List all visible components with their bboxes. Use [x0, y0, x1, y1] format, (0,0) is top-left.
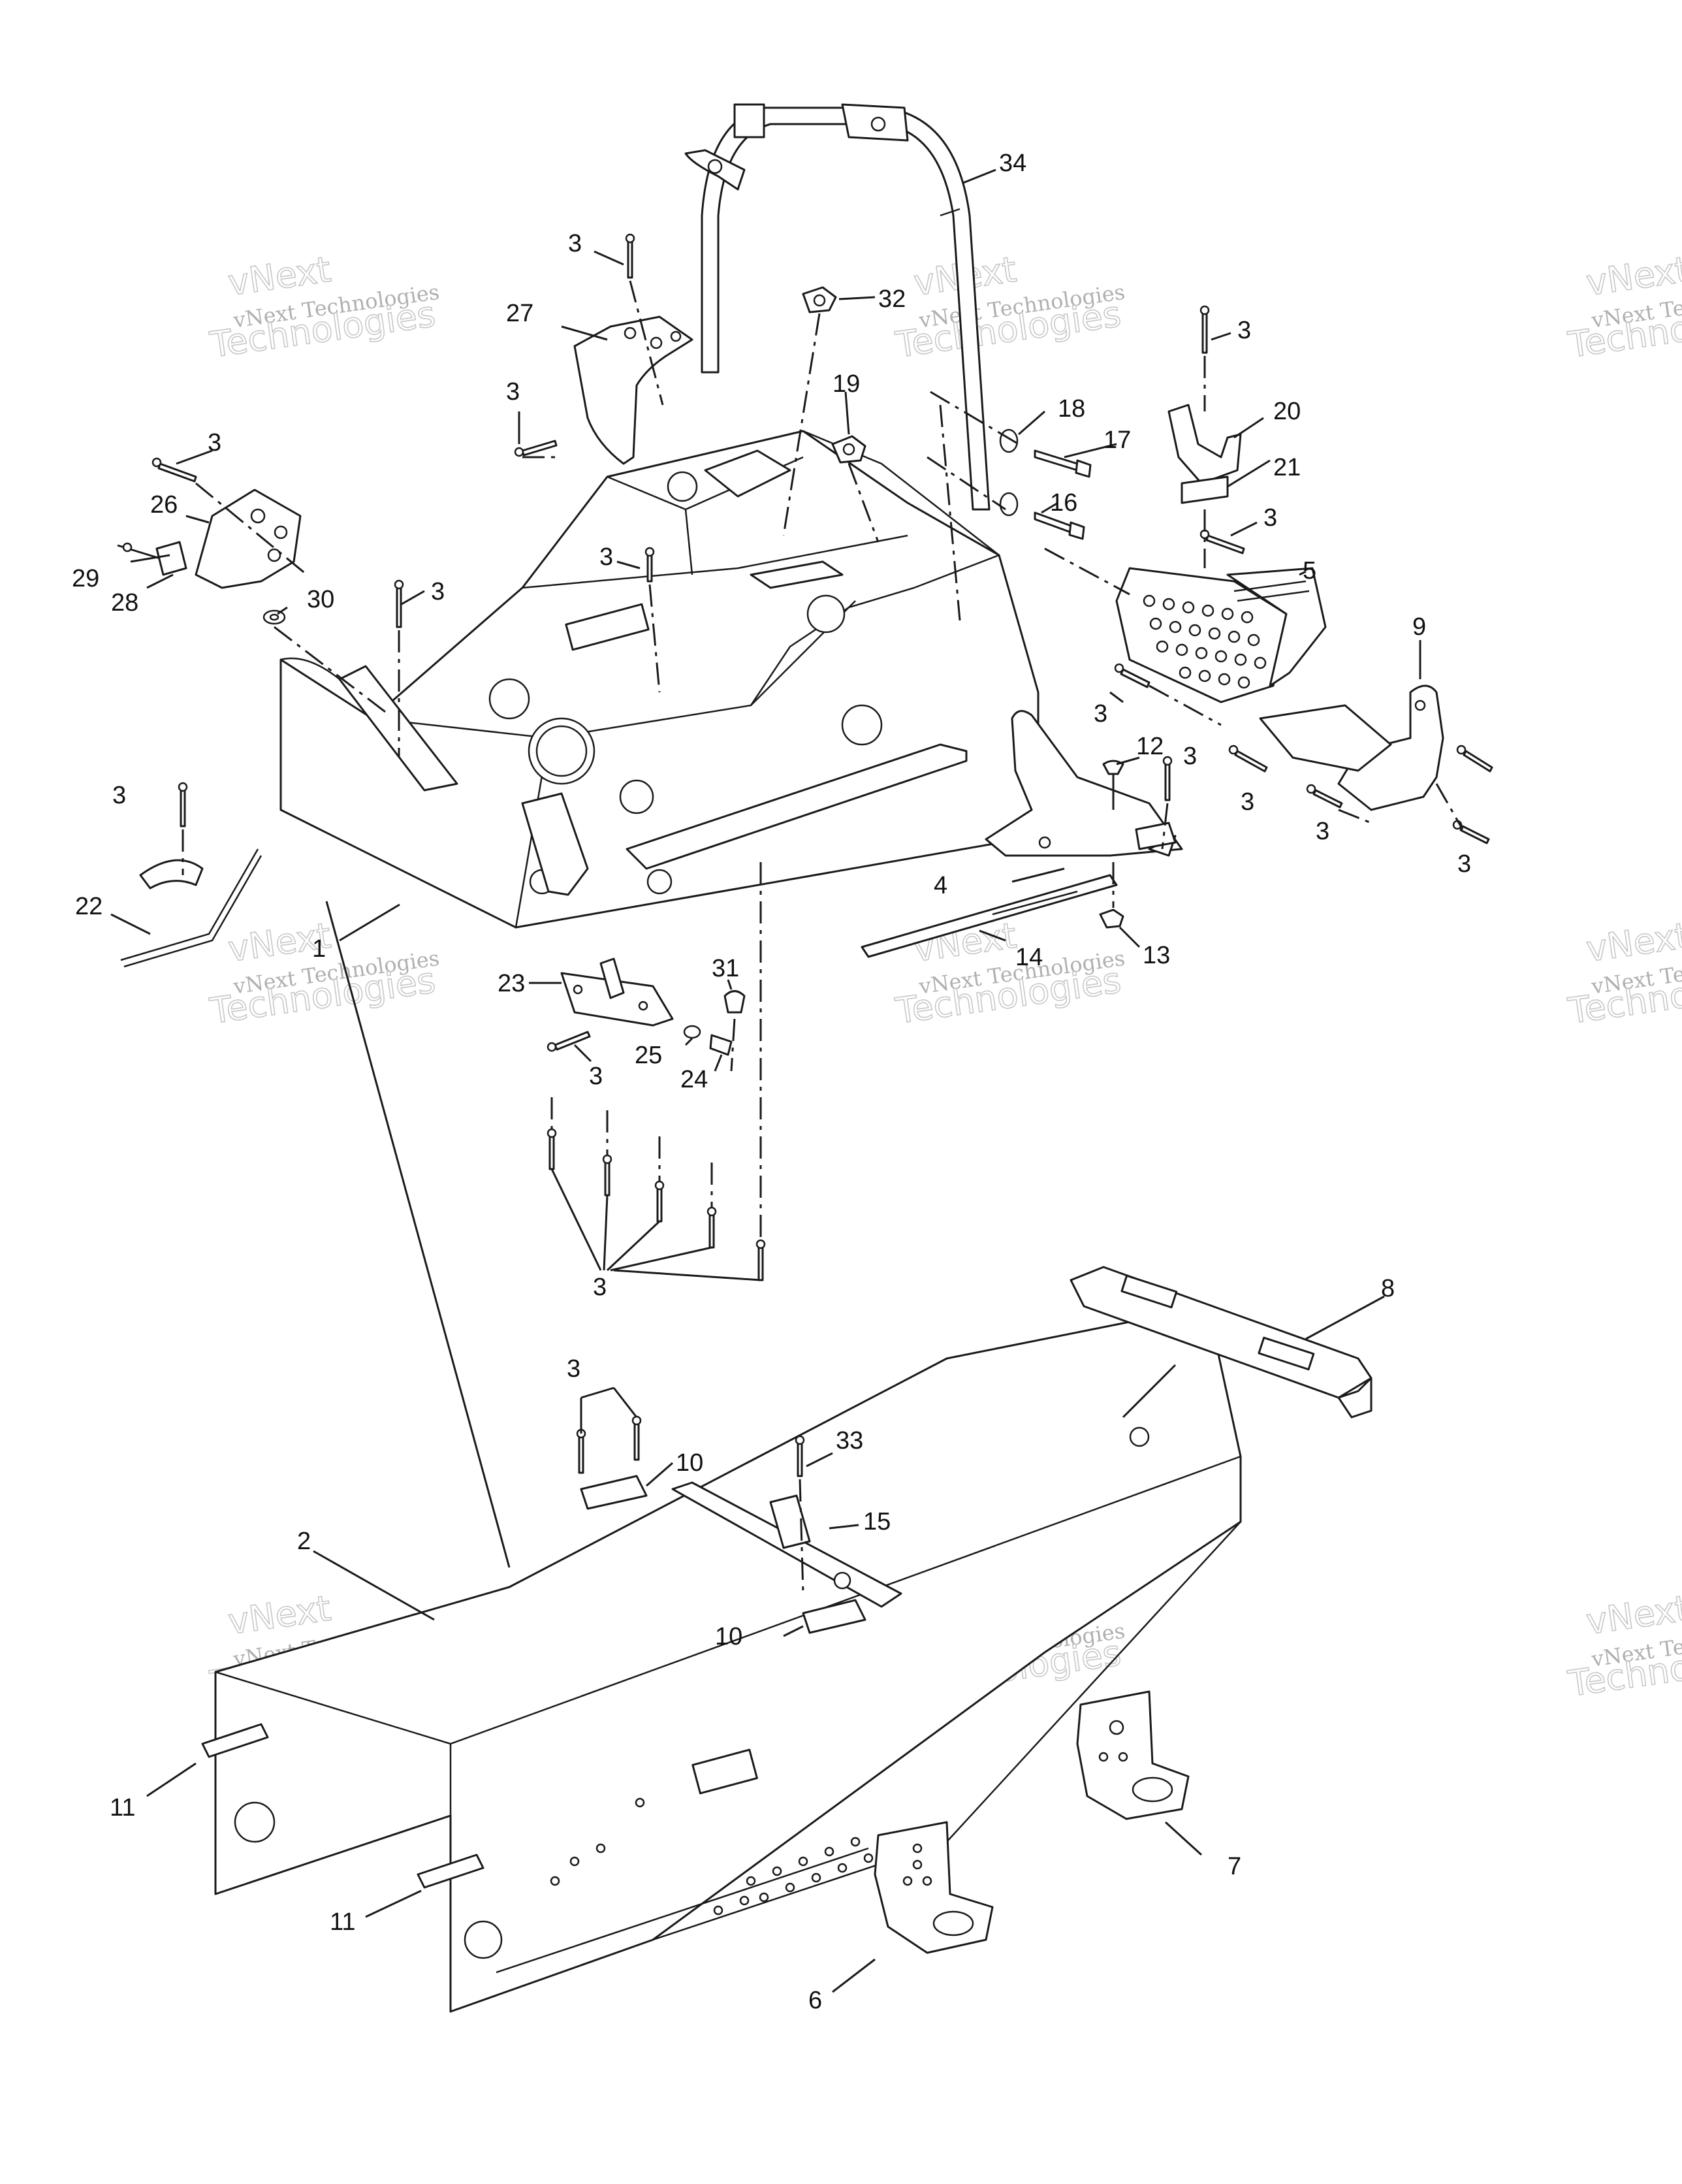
- callout-17: 17: [1103, 426, 1131, 454]
- callout-3: 3: [593, 1274, 607, 1301]
- callout-25: 25: [635, 1042, 662, 1069]
- callout-18: 18: [1058, 395, 1085, 423]
- watermark-vnext: vNext: [1583, 915, 1682, 970]
- part-19-nut: [831, 435, 866, 464]
- part-21-plate: [1181, 475, 1229, 504]
- callout-labels: 34 32 27 3 3 3 26 29 28 30 3 3 19 18 17 …: [72, 150, 1471, 2014]
- callout-3: 3: [431, 578, 445, 605]
- callout-32: 32: [878, 285, 906, 313]
- callout-8: 8: [1381, 1275, 1395, 1302]
- part-8-rear-plate: [1070, 1266, 1373, 1419]
- callout-3: 3: [599, 543, 613, 571]
- part-7-bumper-bracket: [1076, 1690, 1190, 1820]
- part-2-tunnel: [214, 1305, 1242, 2013]
- part-17-bolt: [1034, 449, 1092, 478]
- callout-3: 3: [1457, 850, 1471, 878]
- callout-5: 5: [1303, 557, 1316, 585]
- callout-3: 3: [1183, 743, 1197, 770]
- callout-3: 3: [208, 429, 221, 457]
- callout-4: 4: [934, 872, 947, 899]
- rivet-group: [151, 233, 1493, 1477]
- callout-3: 3: [567, 1355, 580, 1383]
- callout-9: 9: [1412, 613, 1426, 641]
- callout-15: 15: [863, 1508, 891, 1535]
- part-32-nut: [802, 286, 837, 313]
- callout-14: 14: [1015, 944, 1043, 971]
- callout-27: 27: [506, 300, 533, 327]
- part-26-plate: [195, 489, 302, 589]
- part-5-perforated-panel: [1115, 567, 1327, 703]
- callout-2: 2: [297, 1528, 311, 1555]
- callout-21: 21: [1273, 454, 1301, 481]
- callout-3: 3: [568, 230, 582, 257]
- callout-6: 6: [808, 1987, 822, 2014]
- callout-34: 34: [999, 150, 1026, 177]
- part-16-bolt: [999, 492, 1085, 540]
- alignment-lines: [182, 280, 1464, 1594]
- part-11-rail-upper: [201, 1723, 269, 1758]
- part-31-nut: [723, 990, 746, 1014]
- callout-3: 3: [1241, 788, 1254, 816]
- callout-13: 13: [1143, 942, 1170, 969]
- callout-3: 3: [1263, 504, 1277, 532]
- part-4-bracket: [985, 710, 1183, 857]
- callout-23: 23: [498, 970, 525, 997]
- part-29-rivet: [117, 542, 161, 560]
- panel-holes: [1143, 594, 1267, 689]
- callout-11: 11: [110, 1794, 135, 1822]
- part-10-bracket-lower: [802, 1599, 866, 1634]
- callout-1: 1: [312, 935, 326, 963]
- callout-29: 29: [72, 565, 99, 592]
- callout-30: 30: [307, 586, 334, 613]
- callout-20: 20: [1273, 398, 1301, 425]
- part-22-cable-clamp: [120, 848, 262, 968]
- part-15-spring-mount: [671, 1481, 902, 1608]
- watermark-vnext: vNext: [1583, 249, 1682, 304]
- callout-3: 3: [1316, 818, 1329, 845]
- callout-12: 12: [1136, 733, 1164, 760]
- callout-10: 10: [676, 1449, 703, 1477]
- leader-lines: [110, 169, 1421, 1993]
- part-20-bracket: [1167, 404, 1242, 485]
- watermark-vnext: vNext: [225, 1588, 333, 1643]
- callout-7: 7: [1228, 1853, 1241, 1880]
- part-27-bracket: [573, 315, 693, 465]
- part-30-washer: [262, 609, 286, 625]
- callout-19: 19: [833, 370, 860, 398]
- callout-26: 26: [150, 491, 178, 519]
- part-1-front-frame: [279, 430, 1039, 929]
- part-23-hinge: [560, 957, 674, 1027]
- callout-11: 11: [330, 1908, 355, 1936]
- callout-31: 31: [712, 955, 739, 982]
- callout-28: 28: [111, 589, 138, 617]
- callout-22: 22: [75, 893, 103, 920]
- part-13-nut: [1099, 908, 1124, 929]
- watermark-vnext: vNext: [1583, 1588, 1682, 1643]
- part-6-bumper-bracket: [874, 1821, 994, 1954]
- part-25-washer: [683, 1025, 701, 1039]
- watermark-vnext: vNext: [225, 249, 333, 304]
- part-14-strip: [861, 874, 1118, 958]
- callout-33: 33: [836, 1427, 863, 1454]
- callout-16: 16: [1050, 489, 1077, 517]
- callout-3: 3: [1237, 317, 1251, 344]
- callout-24: 24: [680, 1066, 708, 1093]
- part-9-bracket: [1259, 684, 1444, 811]
- part-24-bolt: [709, 1034, 733, 1056]
- tunnel-holes: [550, 1797, 874, 1916]
- part-11-rail-lower: [417, 1854, 484, 1889]
- callout-3: 3: [1094, 700, 1107, 728]
- callout-3: 3: [506, 378, 520, 406]
- callout-3: 3: [112, 782, 126, 809]
- part-10-bracket-upper: [580, 1475, 648, 1510]
- part-34-steering-hoop: [684, 103, 991, 511]
- part-28-clip: [155, 541, 187, 576]
- callout-10: 10: [715, 1623, 742, 1650]
- callout-3: 3: [589, 1063, 603, 1090]
